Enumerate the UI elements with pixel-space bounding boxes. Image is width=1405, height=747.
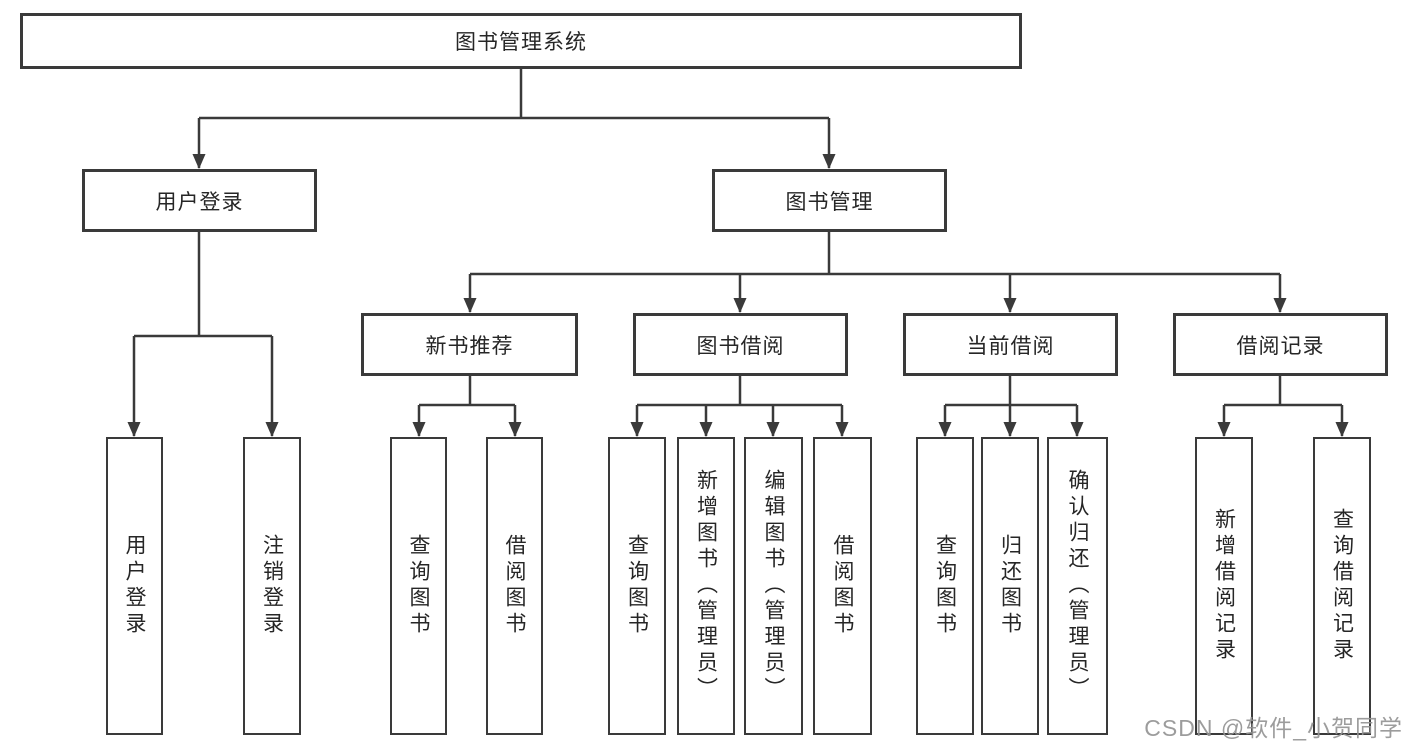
node-root: 图书管理系统 xyxy=(20,13,1022,69)
leaf-logout: 注销登录 xyxy=(243,437,301,735)
node-book-borrow: 图书借阅 xyxy=(633,313,848,376)
csdn-watermark: CSDN @软件_小贺同学 xyxy=(1144,715,1403,741)
leaf-edit-books-admin: 编辑图书（管理员） xyxy=(744,437,803,735)
leaf-borrow-books: 借阅图书 xyxy=(813,437,872,735)
node-new-book-recommend: 新书推荐 xyxy=(361,313,578,376)
node-borrow-records: 借阅记录 xyxy=(1173,313,1388,376)
leaf-borrow-query-books: 查询图书 xyxy=(608,437,666,735)
leaf-add-books-admin: 新增图书（管理员） xyxy=(677,437,735,735)
leaf-add-borrow-record: 新增借阅记录 xyxy=(1195,437,1253,735)
leaf-recommend-borrow-books: 借阅图书 xyxy=(486,437,543,735)
node-book-management: 图书管理 xyxy=(712,169,947,232)
leaf-confirm-return-admin: 确认归还（管理员） xyxy=(1047,437,1108,735)
leaf-return-books: 归还图书 xyxy=(981,437,1039,735)
leaf-query-borrow-record: 查询借阅记录 xyxy=(1313,437,1371,735)
node-current-borrow: 当前借阅 xyxy=(903,313,1118,376)
leaf-current-query-books: 查询图书 xyxy=(916,437,974,735)
leaf-user-login: 用户登录 xyxy=(106,437,163,735)
node-user-login: 用户登录 xyxy=(82,169,317,232)
leaf-recommend-query-books: 查询图书 xyxy=(390,437,447,735)
